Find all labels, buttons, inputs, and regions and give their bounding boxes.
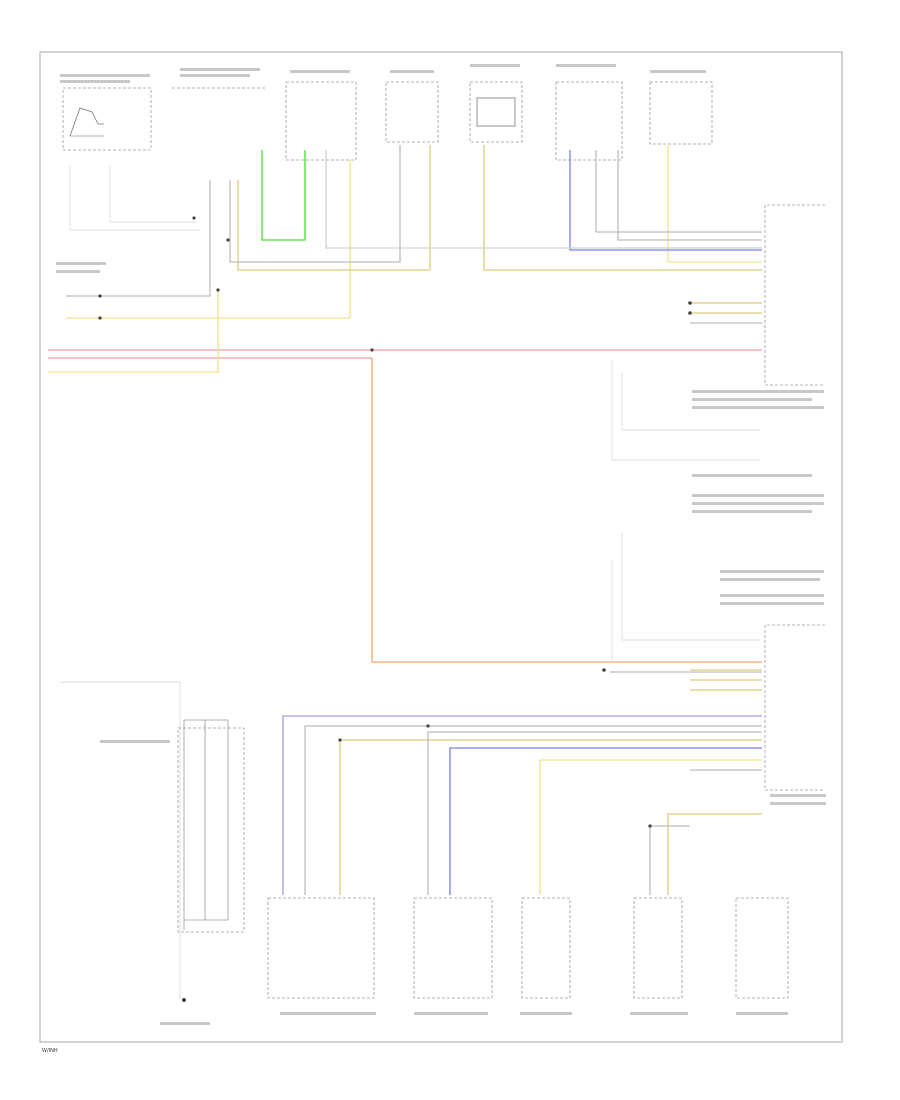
label-bar (390, 70, 434, 73)
splice-dot (192, 216, 196, 220)
label-bar (180, 74, 250, 77)
right-module-upper (764, 204, 825, 386)
label-bar (720, 570, 824, 573)
wire-gray-upper-2 (617, 150, 762, 241)
wire-gray-upper-3 (229, 145, 401, 263)
splice-dot (370, 348, 374, 352)
label-bar (60, 74, 150, 77)
wire-green (261, 150, 306, 241)
connector-marks (98, 216, 692, 1002)
reference-wires (60, 165, 760, 1000)
splice-dot (688, 301, 692, 305)
label-bar (520, 1012, 572, 1015)
label-bar (414, 1012, 488, 1015)
label-bar (56, 270, 100, 273)
splice-dot (226, 238, 230, 242)
right-module-brackets (764, 204, 825, 791)
label-bar (280, 1012, 376, 1015)
label-bar (692, 390, 824, 393)
bottom-box-3 (521, 897, 571, 999)
component-box-g (649, 81, 713, 145)
illegible-labels (56, 64, 826, 1025)
wire-tan-upper-1 (237, 145, 431, 271)
splice-dot (688, 311, 692, 315)
bottom-box-5 (735, 897, 789, 999)
wire-blue-lower (449, 747, 762, 895)
wire-gray-upper-1 (595, 150, 762, 233)
bottom-box-4 (633, 897, 683, 999)
component-box-f (555, 81, 623, 161)
splice-dot (602, 668, 606, 672)
label-bar (60, 80, 130, 83)
label-bar (160, 1022, 210, 1025)
wire-blue-upper (569, 150, 762, 251)
wire-gray-lower-2 (427, 731, 762, 895)
splice-dot (426, 724, 430, 728)
sensor-curve-symbol (69, 107, 104, 137)
component-box-c (285, 81, 357, 161)
label-bar (770, 794, 826, 797)
wire-tan-lower-1 (339, 739, 762, 895)
component-box-e (469, 81, 523, 143)
label-bar (770, 802, 826, 805)
component-e-inner (476, 97, 516, 127)
label-bar (56, 262, 106, 265)
diagram-frame (39, 51, 843, 1043)
fuse-ladder (177, 719, 245, 933)
fuse-ladder-box (177, 727, 245, 933)
label-bar (630, 1012, 688, 1015)
wire-tan-upper-3 (667, 145, 762, 263)
ref-loop-4 (621, 532, 760, 641)
splice-dot (338, 738, 342, 742)
splice-dot (182, 998, 186, 1002)
label-bar (180, 68, 260, 71)
label-bar (736, 1012, 788, 1015)
wire-gray-lower-3 (649, 825, 690, 895)
label-bar (470, 64, 520, 67)
right-module-lower (764, 624, 825, 791)
bottom-box-1 (267, 897, 375, 999)
label-bar (556, 64, 616, 67)
splice-dot (98, 294, 102, 298)
label-bar (692, 398, 812, 401)
splice-dot (648, 824, 652, 828)
bottom-components (267, 897, 789, 999)
wires (48, 145, 762, 895)
wire-gray-upper-4 (325, 150, 762, 249)
bottom-box-2 (413, 897, 493, 999)
label-bar (692, 502, 824, 505)
wire-gray-left (66, 180, 211, 297)
label-bar (692, 474, 812, 477)
top-components (62, 81, 713, 161)
wire-yellow-left (48, 290, 219, 373)
wire-violet-lower (282, 715, 762, 895)
label-bar (720, 594, 824, 597)
wire-tan-lower-2 (667, 813, 762, 895)
wire-yellow-sensor (66, 160, 351, 319)
label-bar (692, 406, 824, 409)
splice-dot (98, 316, 102, 320)
ref-ground-top (60, 681, 181, 1000)
label-bar (720, 602, 824, 605)
ref-loop-1 (611, 360, 760, 461)
label-bar (100, 740, 170, 743)
label-bar (692, 510, 812, 513)
label-bar (290, 70, 350, 73)
label-bar (692, 494, 824, 497)
ref-loop-2 (621, 372, 760, 431)
wire-red-orange-drop (371, 358, 762, 663)
label-bar (720, 578, 820, 581)
component-box-d (385, 81, 439, 143)
label-bar (650, 70, 706, 73)
wire-tan-upper-2 (483, 145, 762, 271)
footer-code: W/INH (42, 1048, 58, 1054)
wire-yellow-lower (539, 759, 762, 895)
wire-gray-lower-1 (304, 725, 762, 895)
splice-dot (216, 288, 220, 292)
